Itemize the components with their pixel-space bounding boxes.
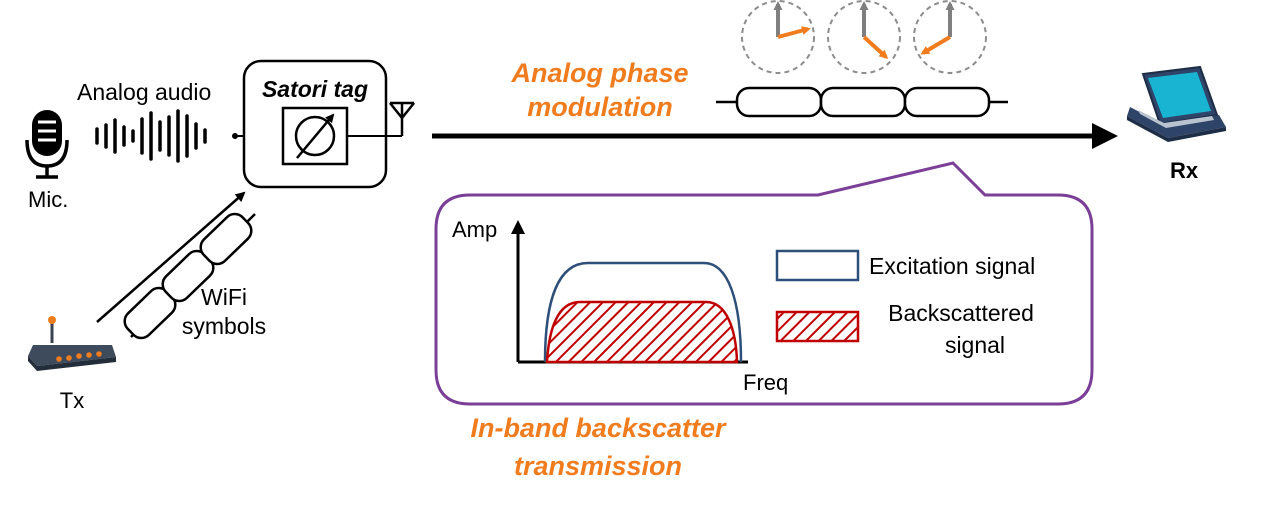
wifi-symbol-train	[96, 191, 256, 340]
inband-backscatter-label-1: In-band backscatter	[470, 413, 727, 443]
inband-backscatter-label-2: transmission	[514, 451, 682, 481]
legend-excitation-swatch	[775, 249, 860, 282]
satori-tag-label: Satori tag	[262, 76, 368, 102]
backscattered-spectrum-area	[545, 300, 739, 364]
phase-modulation-label-1: Analog phase	[510, 58, 688, 88]
legend-backscatter-label-1: Backscattered	[888, 300, 1034, 326]
phasor-diagram-3	[913, 0, 987, 74]
legend-backscatter-label-2: signal	[945, 332, 1005, 358]
mic-label: Mic.	[28, 187, 68, 212]
modulated-symbol-train	[716, 86, 1008, 118]
wifi-symbols-label-1: WiFi	[201, 284, 247, 310]
antenna-icon	[389, 101, 415, 136]
wifi-router-icon	[28, 316, 116, 371]
phase-modulation-label-2: modulation	[527, 92, 672, 122]
analog-audio-label: Analog audio	[77, 79, 211, 105]
freq-axis-label: Freq	[743, 370, 788, 395]
excitation-spectrum-curve	[543, 261, 743, 363]
phasor-diagram-2	[827, 0, 901, 74]
laptop-icon	[1127, 65, 1226, 142]
legend-backscatter-swatch	[775, 310, 860, 343]
phasor-diagram-1	[741, 0, 815, 74]
phase-shifter-icon	[281, 106, 349, 166]
microphone-icon	[25, 110, 69, 179]
amp-axis-label: Amp	[452, 217, 497, 242]
audio-waveform	[95, 109, 207, 163]
rx-label: Rx	[1170, 158, 1199, 183]
legend-excitation-label: Excitation signal	[869, 253, 1035, 279]
spectrum-callout-bubble	[434, 161, 1094, 406]
wifi-symbols-label-2: symbols	[182, 313, 266, 339]
tx-label: Tx	[60, 388, 84, 413]
